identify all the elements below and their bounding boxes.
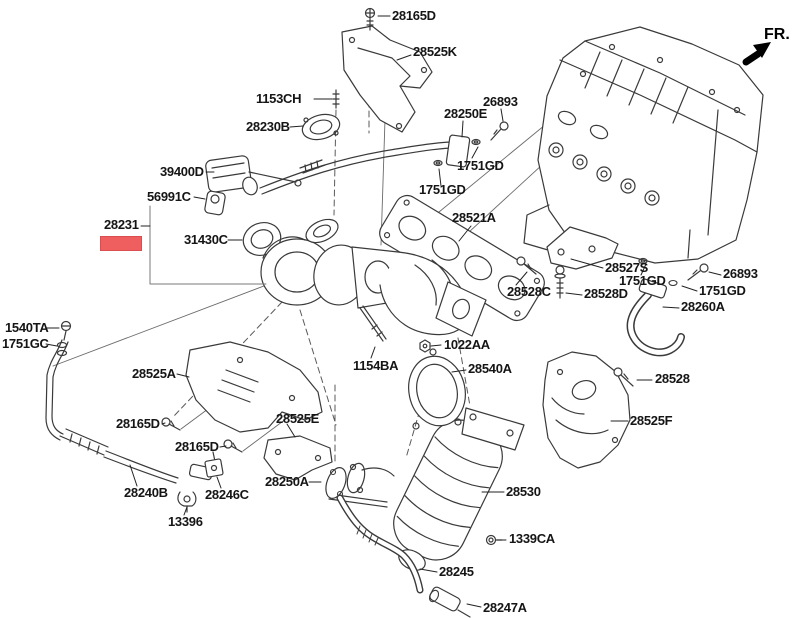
part-label-1751gd-2[interactable]: 1751GD: [419, 182, 466, 197]
oil-pipe-28245: [325, 467, 471, 618]
bracket-28527s: [546, 226, 648, 270]
part-label-28525e[interactable]: 28525E: [276, 411, 320, 426]
part-label-1751gd-3[interactable]: 1751GD: [619, 273, 666, 288]
part-label-1339ca[interactable]: 1339CA: [509, 531, 555, 546]
fr-orientation-label: FR.: [764, 26, 790, 43]
bracket-28525e: [263, 435, 333, 481]
part-label-13396[interactable]: 13396: [168, 514, 203, 529]
part-label-28240b[interactable]: 28240B: [124, 485, 168, 500]
part-label-1022aa[interactable]: 1022AA: [444, 337, 490, 352]
turbocharger-28231: [204, 155, 487, 337]
part-label-28260a[interactable]: 28260A: [681, 299, 725, 314]
gasket-28230b: [301, 113, 341, 141]
part-label-28165d-top[interactable]: 28165D: [392, 8, 436, 23]
part-label-28250a[interactable]: 28250A: [265, 474, 309, 489]
part-label-1751gc[interactable]: 1751GC: [2, 336, 49, 351]
catalytic-converter-28530: [328, 407, 525, 571]
part-label-28525k[interactable]: 28525K: [413, 44, 457, 59]
part-label-28250e[interactable]: 28250E: [444, 106, 488, 121]
callout-bracket-28231: [149, 205, 267, 285]
heat-shield-28525f: [542, 351, 631, 469]
part-label-28528c[interactable]: 28528C: [507, 284, 551, 299]
gasket-28540a: [408, 348, 466, 430]
part-label-28521a[interactable]: 28521A: [452, 210, 496, 225]
highlight-28231-fill: [100, 236, 142, 251]
part-label-1154ba[interactable]: 1154BA: [353, 358, 399, 373]
water-pipe-28250e: [242, 134, 481, 196]
part-label-56991c[interactable]: 56991C: [147, 189, 191, 204]
heat-shield-28525k: [341, 25, 433, 133]
part-label-26893-top[interactable]: 26893: [483, 94, 518, 109]
part-label-28525f[interactable]: 28525F: [630, 413, 673, 428]
part-label-28230b[interactable]: 28230B: [246, 119, 290, 134]
clamp-13396: [177, 491, 197, 513]
part-label-28540a[interactable]: 28540A: [468, 361, 512, 376]
part-label-28528d[interactable]: 28528D: [584, 286, 628, 301]
fr-direction-arrow: [742, 42, 771, 66]
part-label-28527s[interactable]: 28527S: [605, 260, 649, 275]
part-label-28247a[interactable]: 28247A: [483, 600, 527, 615]
part-label-28165d-mid[interactable]: 28165D: [175, 439, 219, 454]
part-label-28165d-left[interactable]: 28165D: [116, 416, 160, 431]
part-label-1751gd-1[interactable]: 1751GD: [457, 158, 504, 173]
part-label-39400d[interactable]: 39400D: [160, 164, 204, 179]
highlight-28231: [100, 236, 142, 251]
fasteners: [56, 7, 709, 546]
oil-pipe-28240b: [45, 339, 224, 484]
part-label-28245[interactable]: 28245: [439, 564, 474, 579]
part-label-31430c[interactable]: 31430C: [184, 232, 228, 247]
leader-lines: [45, 15, 722, 608]
part-label-28525a[interactable]: 28525A: [132, 366, 176, 381]
part-label-28246c[interactable]: 28246C: [205, 487, 249, 502]
part-label-28231[interactable]: 28231: [104, 217, 139, 232]
water-pipe-28260a: [626, 278, 685, 357]
part-label-1153ch[interactable]: 1153CH: [256, 91, 302, 106]
part-label-28530[interactable]: 28530: [506, 484, 541, 499]
part-label-1751gd-4[interactable]: 1751GD: [699, 283, 746, 298]
heat-shield-28525a: [185, 341, 323, 433]
engine-block: [523, 26, 764, 264]
part-label-1540ta[interactable]: 1540TA: [5, 320, 49, 335]
part-label-28528[interactable]: 28528: [655, 371, 690, 386]
part-label-26893-right[interactable]: 26893: [723, 266, 758, 281]
